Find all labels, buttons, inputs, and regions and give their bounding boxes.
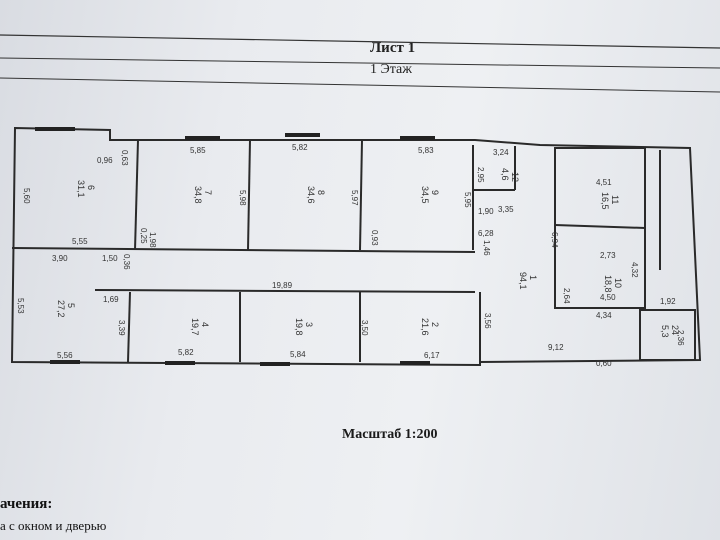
room-10-number: 10 — [613, 278, 623, 288]
wall-8-9 — [359, 139, 363, 251]
room-2-area: 21,6 — [420, 318, 430, 336]
room-24-number: 24 — [670, 325, 680, 335]
corridor-top-wall — [11, 247, 476, 253]
dim-label: 5,55 — [72, 237, 88, 246]
dim-label: 3,24 — [493, 148, 509, 157]
room-4-number: 4 — [200, 322, 210, 327]
dim-label: 5,85 — [190, 146, 206, 155]
room-8-number: 8 — [316, 190, 326, 195]
dim-label: 1,50 — [102, 254, 118, 263]
legend-item: а с окном и дверью — [0, 518, 107, 533]
dim-label: 3,56 — [483, 313, 492, 329]
room-4-area: 19,7 — [190, 318, 200, 336]
room-6-area: 31,1 — [76, 180, 86, 198]
room-12-number: 12 — [510, 172, 520, 182]
dim-label: 0,63 — [120, 150, 129, 166]
room-9-number: 9 — [430, 190, 440, 195]
dim-label: 9,12 — [548, 343, 564, 352]
dim-label: 2,36 — [676, 330, 685, 346]
room-7-number: 7 — [203, 190, 213, 195]
room-11-area: 16,5 — [600, 192, 610, 210]
room-3-number: 3 — [304, 322, 314, 327]
scale-label: Масштаб 1:200 — [342, 427, 438, 442]
dim-label: 3,50 — [360, 320, 369, 336]
dim-label: 1,69 — [103, 295, 119, 304]
dim-label: 5,60 — [22, 188, 31, 204]
dim-label: 3,90 — [52, 254, 68, 263]
legend-heading: ачения: — [0, 496, 53, 512]
wc-divider — [554, 224, 646, 229]
dim-label: 0,96 — [97, 156, 113, 165]
dim-label: 5,95 — [463, 192, 472, 208]
room-24-wall — [639, 309, 696, 361]
room-1-number: 1 — [528, 275, 538, 280]
room-8-area: 34,6 — [306, 186, 316, 204]
dim-label: 4,50 — [600, 293, 616, 302]
dim-label: 1,92 — [660, 297, 676, 306]
room-10-area: 18,8 — [603, 275, 613, 293]
room-1-area: 94,1 — [518, 272, 528, 290]
wall-6-7 — [134, 139, 139, 251]
room-2-number: 2 — [430, 322, 440, 327]
room-7-area: 34,8 — [193, 186, 203, 204]
dim-label: 5,84 — [290, 350, 306, 359]
dim-label: 5,82 — [178, 348, 194, 357]
room-12-area: 4,6 — [500, 168, 510, 181]
dim-label: 3,35 — [498, 205, 514, 214]
dim-label: 6,94 — [550, 232, 559, 248]
dim-label: 4,32 — [630, 262, 639, 278]
room-6-number: 6 — [86, 185, 96, 190]
dim-label: 2,64 — [562, 288, 571, 304]
frame-line-mid — [0, 57, 720, 69]
dim-label: 4,51 — [596, 178, 612, 187]
dim-label: 5,82 — [292, 143, 308, 152]
dim-label: 0,25 — [139, 228, 148, 244]
dim-label: 3,39 — [117, 320, 126, 336]
room-5-number: 5 — [66, 303, 76, 308]
dim-label: 4,34 — [596, 311, 612, 320]
dim-label: 5,83 — [418, 146, 434, 155]
dim-label: 5,97 — [350, 190, 359, 206]
room-24-area: 5,3 — [660, 325, 670, 338]
dim-label: 1,90 — [478, 207, 494, 216]
dim-label: 0,36 — [122, 254, 131, 270]
dim-label: 5,98 — [238, 190, 247, 206]
dim-label: 6,28 — [478, 229, 494, 238]
dim-label: 5,53 — [16, 298, 25, 314]
room-3-area: 19,8 — [294, 318, 304, 336]
dim-label: 2,95 — [476, 167, 485, 183]
dim-label: 2,73 — [600, 251, 616, 260]
frame-line-bottom — [0, 77, 720, 93]
dim-label: 1,46 — [482, 240, 491, 256]
outer-wall — [10, 126, 702, 367]
room-11-number: 11 — [610, 195, 620, 204]
dim-label: 0,60 — [596, 359, 612, 368]
floor-label: 1 Этаж — [370, 62, 412, 77]
room-5-area: 27,2 — [56, 300, 66, 318]
room-9-area: 34,5 — [420, 186, 430, 204]
dim-label: 5,56 — [57, 351, 73, 360]
dim-label: 6,17 — [424, 351, 440, 360]
frame-line-top — [0, 34, 720, 49]
dim-label: 0,93 — [370, 230, 379, 246]
wall-5-4 — [127, 291, 131, 363]
wall-7-8 — [247, 139, 251, 251]
sheet-title: Лист 1 — [370, 40, 416, 56]
dim-label: 19,89 — [272, 281, 293, 290]
corridor-bottom-wall — [94, 289, 476, 293]
dim-label: 1,98 — [148, 232, 157, 248]
